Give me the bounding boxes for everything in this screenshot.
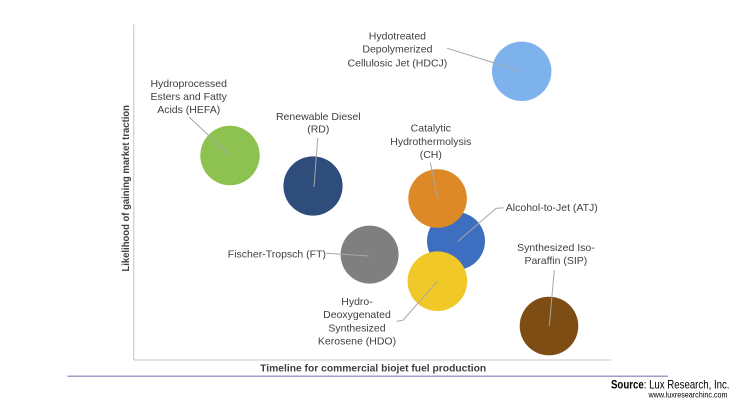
svg-text:Kerosene (HDO): Kerosene (HDO) bbox=[318, 336, 396, 348]
svg-text:Synthesized: Synthesized bbox=[328, 322, 385, 334]
svg-text:www.luxresearchinc.com: www.luxresearchinc.com bbox=[648, 391, 728, 400]
svg-text:Deoxygenated: Deoxygenated bbox=[323, 309, 391, 321]
svg-text:Hydrothermolysis: Hydrothermolysis bbox=[390, 136, 471, 148]
svg-text:Acids (HEFA): Acids (HEFA) bbox=[157, 104, 220, 116]
svg-text:Depolymerized: Depolymerized bbox=[362, 44, 432, 56]
svg-text:Paraffin (SIP): Paraffin (SIP) bbox=[524, 255, 587, 267]
svg-text:Hydotreated: Hydotreated bbox=[369, 30, 426, 42]
svg-text:Hydroprocessed: Hydroprocessed bbox=[150, 78, 227, 90]
svg-text:Source: Lux Research, Inc.: Source: Lux Research, Inc. bbox=[611, 379, 730, 392]
svg-text:Timeline for commercial biojet: Timeline for commercial biojet fuel prod… bbox=[260, 363, 486, 374]
svg-text:(RD): (RD) bbox=[307, 123, 329, 135]
svg-text:Fischer-Tropsch (FT): Fischer-Tropsch (FT) bbox=[228, 248, 326, 260]
svg-text:(CH): (CH) bbox=[420, 149, 442, 161]
svg-text:Esters and Fatty: Esters and Fatty bbox=[150, 91, 227, 103]
svg-text:Likelihood of gaining market t: Likelihood of gaining market traction bbox=[121, 105, 132, 271]
svg-text:Hydro-: Hydro- bbox=[341, 296, 373, 308]
svg-text:Cellulosic Jet (HDCJ): Cellulosic Jet (HDCJ) bbox=[348, 58, 448, 70]
svg-text:Catalytic: Catalytic bbox=[411, 122, 451, 134]
svg-text:Synthesized Iso-: Synthesized Iso- bbox=[517, 242, 595, 254]
svg-text:Alcohol-to-Jet (ATJ): Alcohol-to-Jet (ATJ) bbox=[506, 202, 598, 214]
svg-text:Renewable Diesel: Renewable Diesel bbox=[276, 111, 361, 123]
